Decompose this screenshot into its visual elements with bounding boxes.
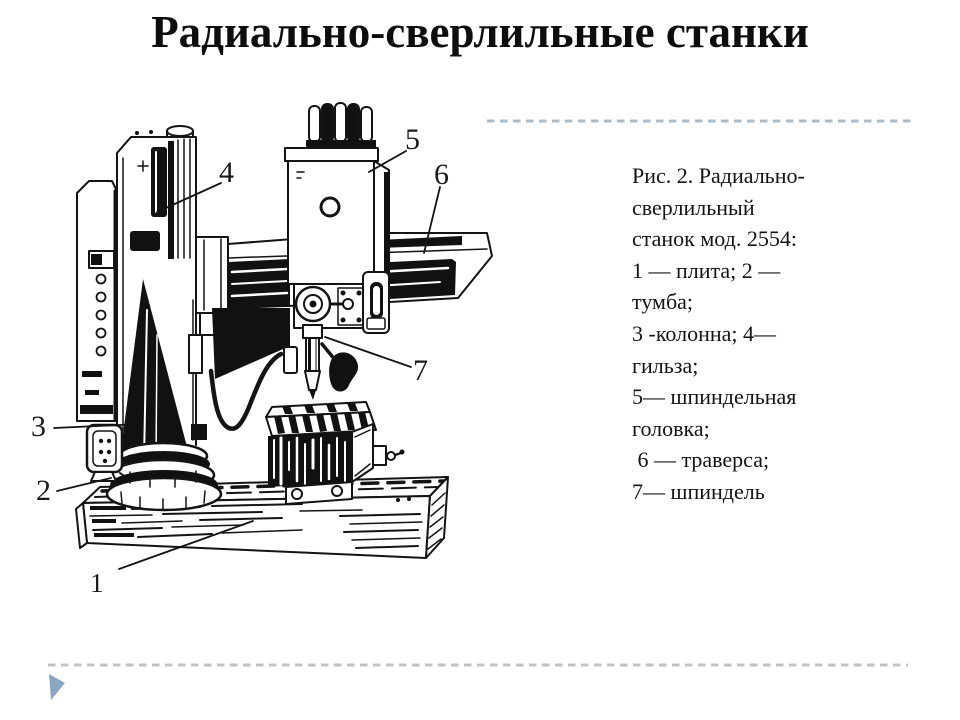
figure-label-spindle: 7 [413, 354, 428, 387]
figure-label-column: 3 [31, 410, 46, 443]
slide-accent-triangle [49, 674, 65, 700]
switch-box-drawing [85, 423, 129, 482]
slide-title: Радиально-сверлильные станки [151, 7, 809, 57]
leader-3 [53, 423, 143, 429]
base-plate-drawing [75, 476, 449, 559]
figure-label-sleeve: 4 [219, 156, 234, 189]
power-cable-drawing [208, 346, 298, 431]
pedestal-cabinet-drawing [76, 180, 118, 422]
caption-line-9: головка; [632, 415, 710, 441]
caption-line-1: Рис. 2. Радиально- [632, 163, 805, 188]
leader-4 [156, 182, 222, 213]
caption-line-8: 5— шпиндельная [632, 384, 797, 410]
caption-line-10: 6 — траверса; [632, 447, 770, 473]
leader-lines [53, 150, 441, 570]
work-table-drawing [265, 401, 405, 505]
leader-1 [118, 520, 254, 570]
caption-line-2: сверлильный [632, 194, 755, 220]
feed-box-drawing [293, 271, 390, 334]
figure-part-labels: 1 2 3 4 5 6 7 [31, 123, 449, 598]
figure-label-spindle-head: 5 [405, 123, 420, 156]
spindle-head-drawing [284, 102, 390, 285]
caption-line-5: тумба; [632, 289, 694, 315]
column-cone-drawing [119, 279, 192, 466]
caption-line-11: 7— шпиндель [632, 478, 765, 504]
spindle-assembly-drawing [302, 324, 359, 400]
caption-line-3: станок мод. 2554: [632, 226, 797, 252]
figure-label-plate: 1 [90, 568, 104, 598]
leader-5 [368, 150, 407, 173]
machine-drawing [53, 102, 493, 570]
column-base-flange-drawing [105, 441, 223, 512]
figure-label-pedestal: 2 [36, 474, 51, 507]
caption-line-4: 1 — плита; 2 — [632, 257, 781, 283]
leader-7 [324, 336, 412, 368]
figure-caption: Рис. 2. Радиально- сверлильный станок мо… [632, 160, 884, 508]
sleeve-tower-drawing [116, 125, 197, 446]
leader-2 [56, 477, 112, 492]
caption-line-7: гильза; [632, 352, 699, 378]
caption-line-6: 3 -колонна; 4— [632, 320, 777, 346]
figure-label-traverse: 6 [434, 158, 449, 191]
leader-6 [423, 186, 441, 254]
